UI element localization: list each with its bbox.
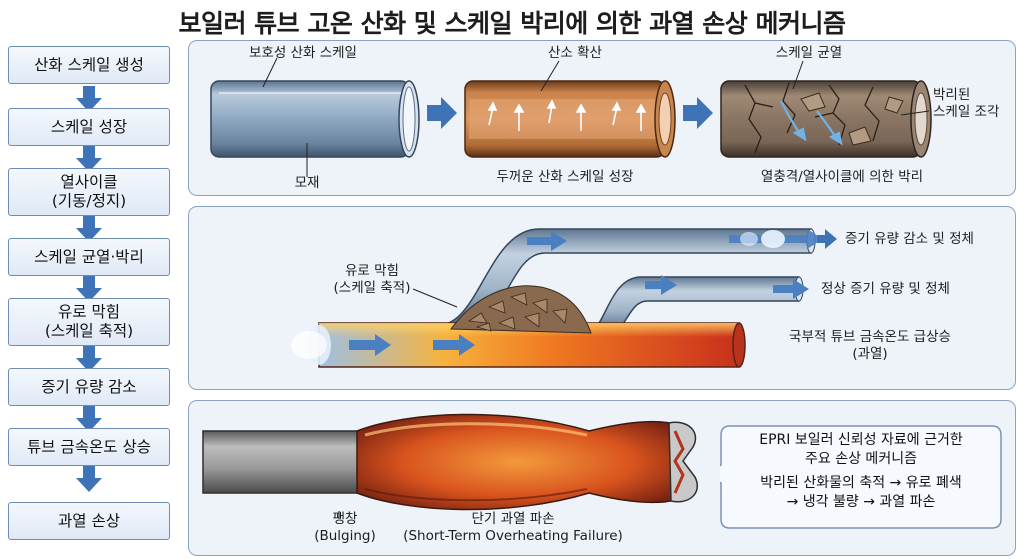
flow-step-thermal-cycle: 열사이클 (기동/정지) <box>8 168 170 216</box>
label-line: (Short-Term Overheating Failure) <box>403 528 623 544</box>
label-line: 팽창 <box>332 511 358 527</box>
label-blockage: 유로 막힘 (스케일 축적) <box>317 263 427 297</box>
down-arrow-icon <box>76 216 102 242</box>
down-arrow-icon <box>76 406 102 432</box>
callout-line: EPRI 보일러 신뢰성 자료에 근거한 <box>759 432 963 448</box>
label-thermal-shock-spalling: 열충격/열사이클에 의한 박리 <box>760 169 924 185</box>
label-line: (스케일 축적) <box>333 280 411 296</box>
right-arrow-icon <box>683 97 713 129</box>
callout-line: 주요 손상 메커니즘 <box>805 450 917 467</box>
down-arrow-icon <box>76 276 102 302</box>
label-protective-scale: 보호성 산화 스케일 <box>249 45 357 61</box>
label-line: 유로 막힘 <box>345 263 399 279</box>
scale-stages-illustration <box>210 57 932 177</box>
right-arrow-icon <box>427 97 457 129</box>
label-base-metal: 모재 <box>294 175 320 191</box>
epri-callout-bubble <box>720 425 1002 529</box>
panel-scale-stages: 보호성 산화 스케일 모재 산소 확산 두꺼운 산화 스케일 성장 스케일 균열… <box>188 40 1016 196</box>
label-oxygen-diffusion: 산소 확산 <box>548 45 602 61</box>
label-reduced-flow: 증기 유량 감소 및 정체 <box>845 231 974 247</box>
flow-step-scale-formation: 산화 스케일 생성 <box>8 46 170 84</box>
label-thick-scale-growth: 두꺼운 산화 스케일 성장 <box>496 169 634 185</box>
down-arrow-icon <box>76 86 102 112</box>
page-title: 보일러 튜브 고온 산화 및 스케일 박리에 의한 과열 손상 메커니즘 <box>178 9 846 38</box>
down-arrow-icon <box>76 466 102 492</box>
flow-step-sublabel: (기동/정지) <box>51 192 127 210</box>
down-arrow-icon <box>76 346 102 372</box>
flow-step-metal-temp-rise: 튜브 금속온도 상승 <box>8 428 170 466</box>
protective-scale-tube <box>210 57 420 177</box>
flow-step-label: 열사이클 <box>60 173 118 191</box>
label-line: 스케일 조각 <box>933 104 1000 120</box>
flow-step-label: 산화 스케일 생성 <box>34 55 144 74</box>
flow-step-label: 스케일 성장 <box>50 117 128 136</box>
epri-callout-text: EPRI 보일러 신뢰성 자료에 근거한 주요 손상 메커니즘 박리된 산화물의… <box>720 431 1002 511</box>
flow-step-scale-growth: 스케일 성장 <box>8 108 170 146</box>
cracked-scale-tube <box>720 60 932 158</box>
flow-step-sublabel: (스케일 축적) <box>44 322 134 340</box>
label-line: 단기 과열 파손 <box>471 511 555 527</box>
bulging-tube-illustration <box>202 413 698 519</box>
label-line: 박리된 <box>933 87 971 103</box>
flow-step-blockage: 유로 막힘 (스케일 축적) <box>8 298 170 346</box>
scale-debris-pile <box>450 285 592 334</box>
label-line: 국부적 튜브 금속온도 급상승 <box>789 329 951 345</box>
panel-flow-blockage: 유로 막힘 (스케일 축적) 증기 유량 감소 및 정체 정상 증기 유량 및 … <box>188 206 1016 390</box>
flow-step-label: 튜브 금속온도 상승 <box>27 437 151 456</box>
label-line: (과열) <box>852 346 888 362</box>
flow-step-scale-spalling: 스케일 균열·박리 <box>8 238 170 276</box>
flow-blockage-illustration <box>291 228 837 368</box>
label-scale-crack: 스케일 균열 <box>775 45 843 61</box>
label-normal-flow: 정상 증기 유량 및 정체 <box>821 281 950 297</box>
flow-step-label: 증기 유량 감소 <box>41 377 137 396</box>
label-line: (Bulging) <box>314 528 376 544</box>
flow-step-overheat-damage: 과열 손상 <box>8 502 170 540</box>
mechanism-flowchart: 산화 스케일 생성 스케일 성장 열사이클 (기동/정지) 스케일 균열·박리 … <box>8 46 170 556</box>
label-bulging: 팽창 (Bulging) <box>305 511 385 545</box>
label-spalled-fragments: 박리된 스케일 조각 <box>933 87 1013 121</box>
flow-step-label: 유로 막힘 <box>58 303 120 321</box>
flow-step-label: 과열 손상 <box>58 511 120 530</box>
label-short-term-failure: 단기 과열 파손 (Short-Term Overheating Failure… <box>395 511 631 545</box>
down-arrow-icon <box>76 146 102 172</box>
flow-step-label: 스케일 균열·박리 <box>34 247 144 266</box>
flow-step-steam-flow-reduction: 증기 유량 감소 <box>8 368 170 406</box>
label-local-overheat: 국부적 튜브 금속온도 급상승 (과열) <box>765 329 975 363</box>
thick-scale-tube <box>464 60 676 158</box>
callout-line: 박리된 산화물의 축적 → 유로 폐색 <box>760 475 962 491</box>
callout-line: → 냉각 불량 → 과열 파손 <box>786 493 936 510</box>
